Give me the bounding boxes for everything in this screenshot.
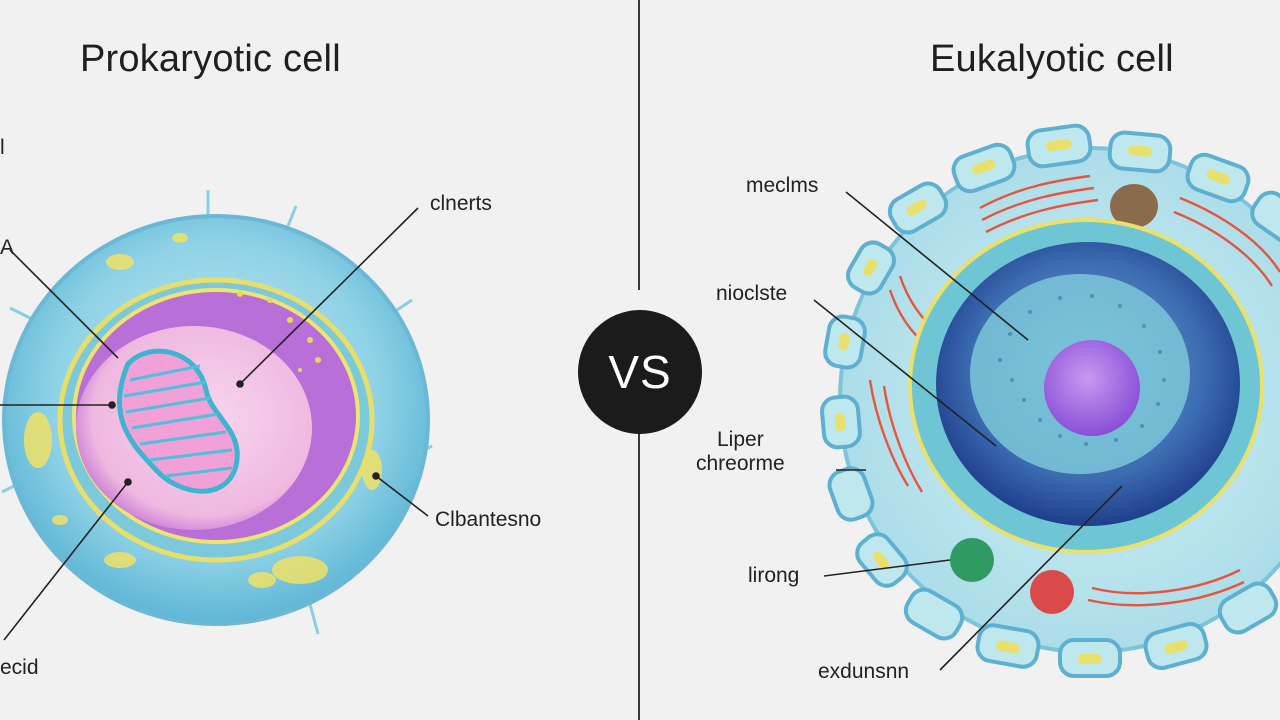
label-euk-liper: Liper chreorme	[696, 428, 785, 475]
label-euk-mecilms: meclms	[746, 174, 819, 197]
prokaryotic-cell	[0, 190, 433, 641]
nucleolus	[1044, 340, 1140, 436]
eukaryotic-cell	[813, 123, 1280, 678]
label-euk-lirong: lirong	[748, 564, 800, 587]
label-prok-bottom-left: ecid	[0, 656, 39, 679]
label-euk-exdunsn: exdunsnn	[818, 660, 910, 683]
ribosome-dots	[237, 291, 321, 372]
divider-line-top	[638, 0, 640, 290]
eukaryotic-title: Eukalyotic cell	[930, 38, 1174, 80]
label-prok-top-left: l	[0, 136, 5, 159]
vs-badge: VS	[578, 310, 702, 434]
organelle-green	[950, 538, 994, 582]
leader-lines	[0, 207, 429, 641]
divider-line-bottom	[638, 432, 640, 720]
organelle-brown	[1110, 184, 1158, 228]
nucleoid	[116, 348, 240, 494]
prokaryotic-title: Prokaryotic cell	[80, 38, 341, 80]
label-prok-top-right: clnerts	[430, 192, 492, 215]
label-prok-right: Clbantesno	[435, 508, 542, 531]
chromatin-dots	[998, 294, 1166, 446]
organelle-red	[1030, 570, 1074, 614]
label-prok-mid-left: A	[0, 236, 15, 259]
vesicle-cores	[834, 138, 1230, 664]
label-euk-nioclste: nioclste	[716, 282, 788, 305]
endoplasmic-reticulum	[868, 174, 1280, 607]
eukaryote-leader-lines	[813, 191, 1123, 671]
cytoplasm-granules	[24, 233, 382, 588]
